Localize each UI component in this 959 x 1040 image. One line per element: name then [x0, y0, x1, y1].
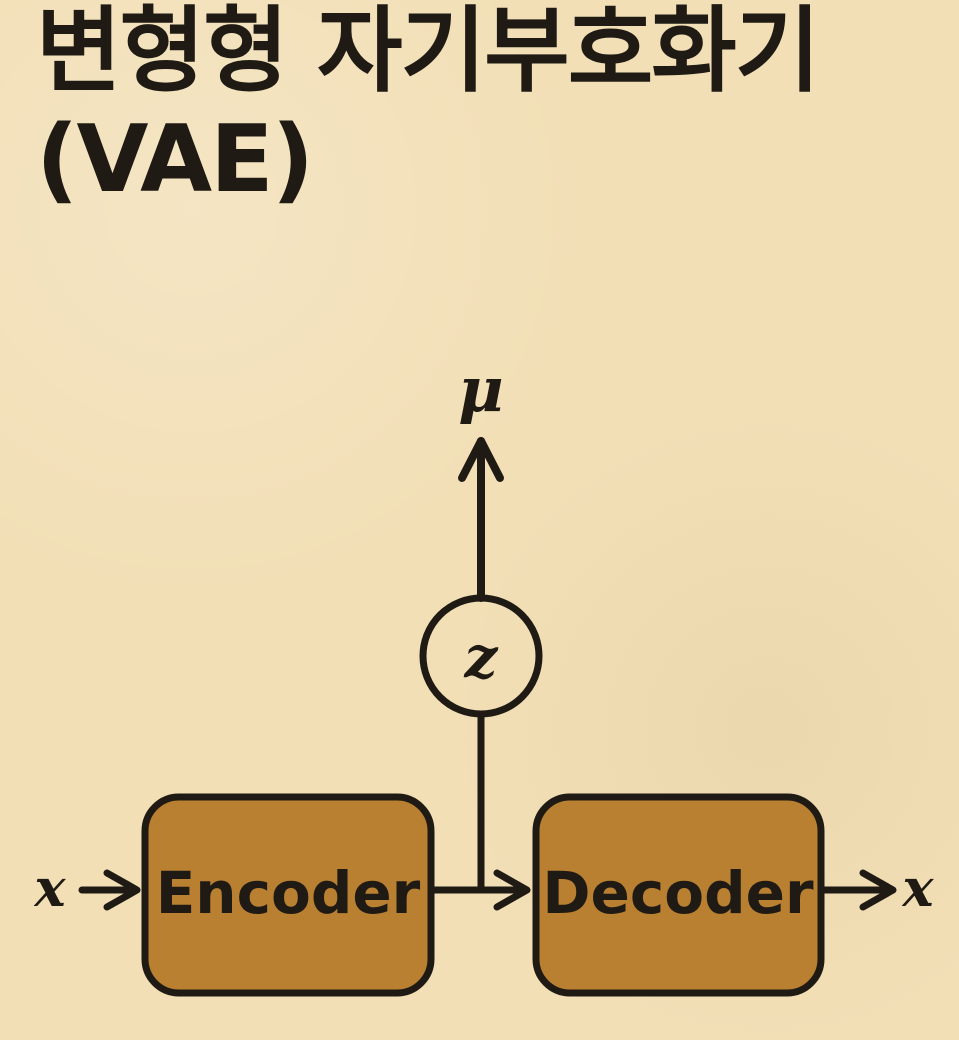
mu-label: μ	[458, 353, 503, 426]
latent-node: z	[419, 594, 543, 718]
mu-arrow	[458, 437, 504, 602]
page-title: 변형형 자기부호화기 (VAE)	[36, 0, 896, 206]
input-arrow	[78, 869, 141, 911]
title-line-2: (VAE)	[36, 105, 314, 213]
encoder-to-decoder-arrow	[427, 869, 531, 911]
input-label: x	[33, 858, 66, 919]
decoder-label: Decoder	[542, 859, 814, 927]
encoder-label: Encoder	[156, 859, 421, 927]
decoder-box: Decoder	[532, 793, 825, 997]
output-label: x	[901, 858, 934, 919]
title-line-1: 변형형 자기부호화기	[36, 0, 820, 105]
output-arrow	[817, 869, 897, 911]
latent-label: z	[464, 623, 499, 691]
encoder-box: Encoder	[141, 793, 435, 997]
